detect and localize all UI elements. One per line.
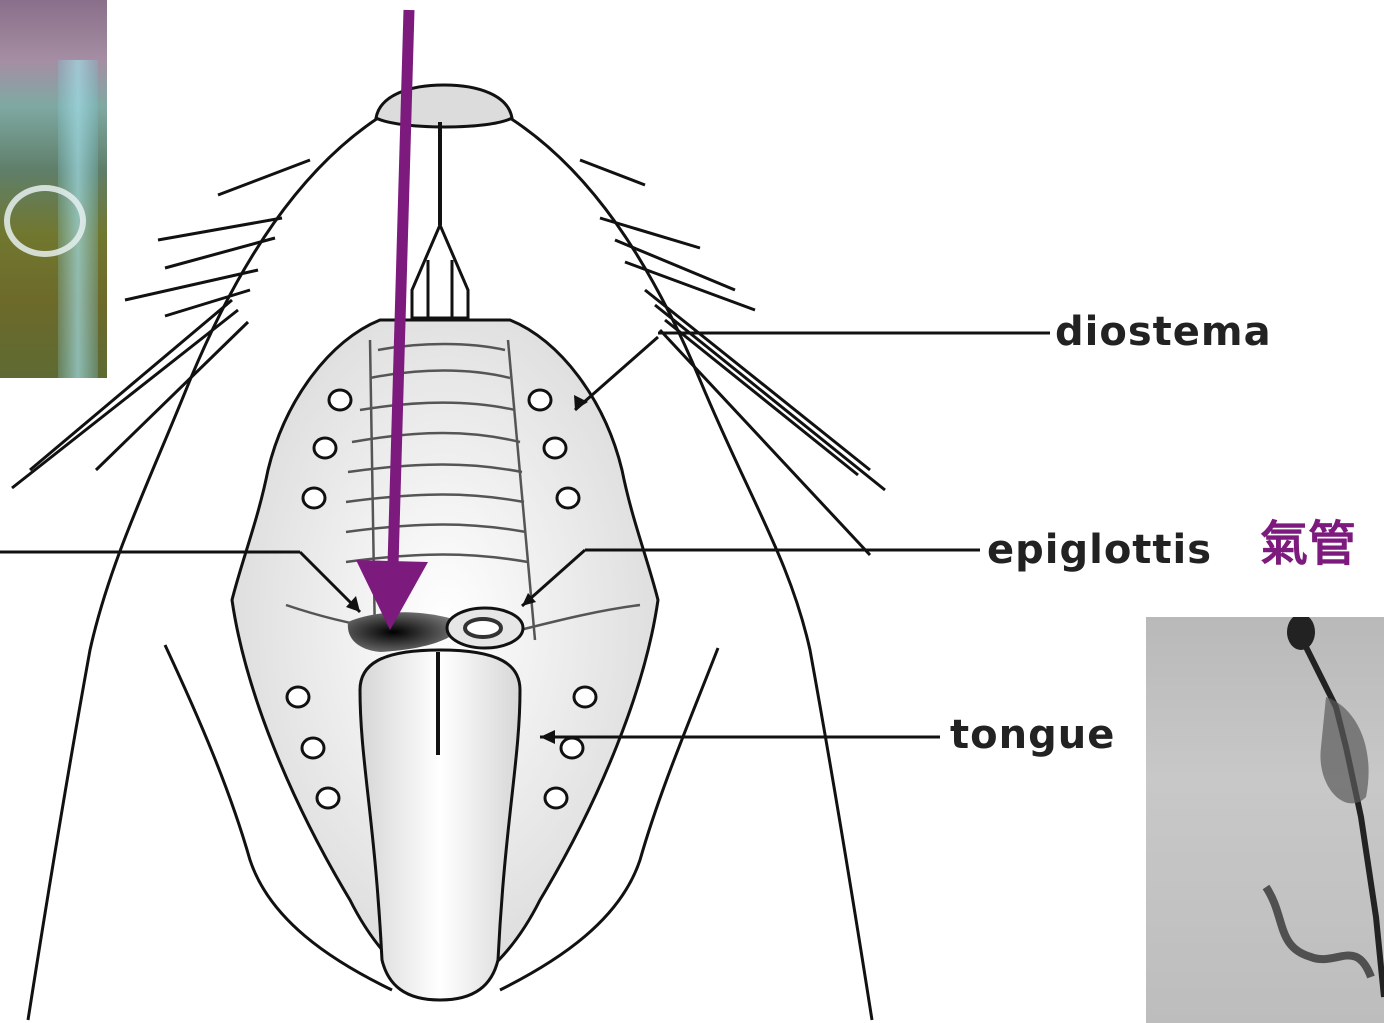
label-epiglottis: epiglottis [987, 530, 1212, 570]
label-diostema: diostema [1055, 312, 1272, 352]
nose [376, 85, 512, 127]
label-tongue: tongue [950, 715, 1115, 755]
epiglottis-shape [447, 608, 523, 648]
label-trachea-cn: 氣管 [1260, 520, 1356, 568]
incisors [412, 225, 468, 318]
